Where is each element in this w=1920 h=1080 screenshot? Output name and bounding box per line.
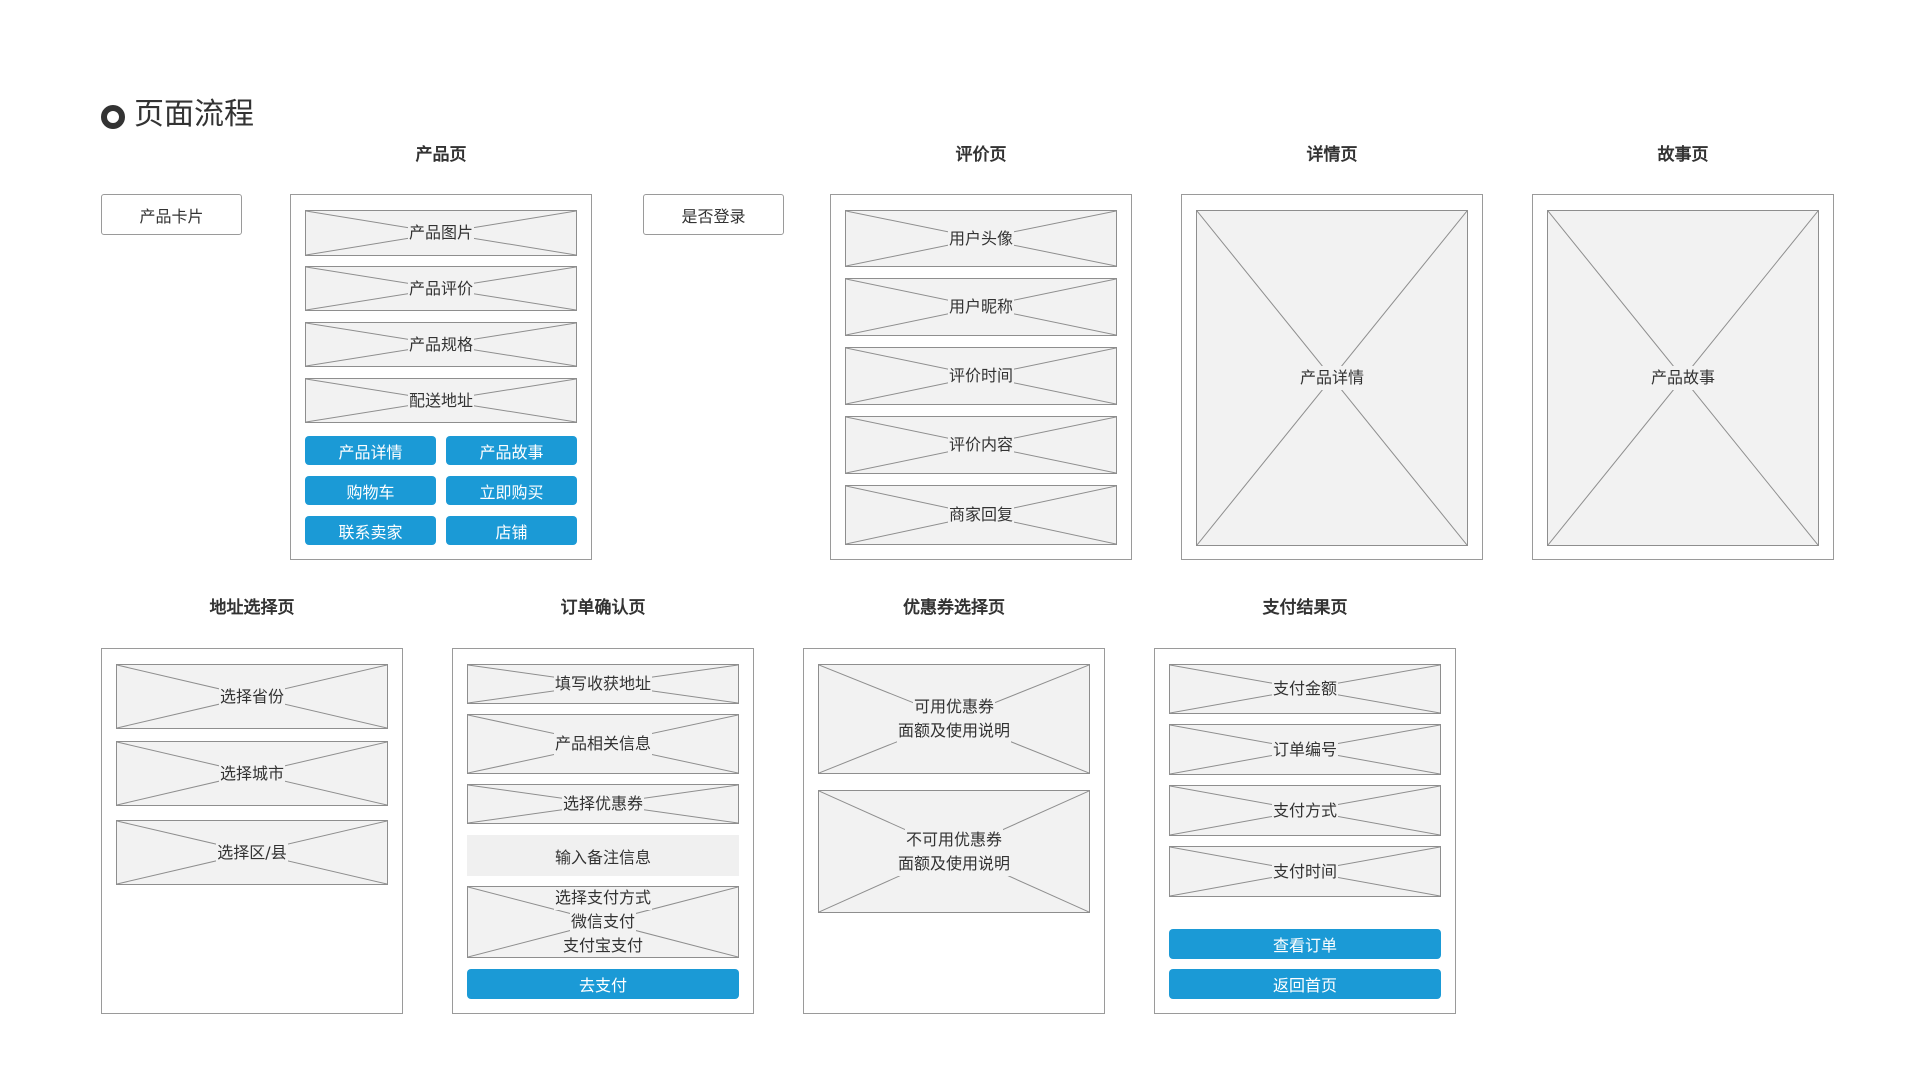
product-detail-placeholder: 产品详情 xyxy=(1196,210,1468,546)
product-spec-placeholder: 产品规格 xyxy=(305,322,577,367)
placeholder-label: 产品图片 xyxy=(407,221,474,245)
order-page-title: 订单确认页 xyxy=(560,598,646,618)
result-page-title: 支付结果页 xyxy=(1262,598,1348,618)
section-bullet-icon xyxy=(101,105,125,129)
placeholder-label: 订单编号 xyxy=(1271,737,1338,762)
select-province-placeholder: 选择省份 xyxy=(116,664,388,729)
address-page-frame: 选择省份 选择城市 选择区/县 xyxy=(101,648,403,1014)
user-avatar-placeholder: 用户头像 xyxy=(845,210,1117,267)
product-review-placeholder: 产品评价 xyxy=(305,266,577,311)
user-nickname-placeholder: 用户昵称 xyxy=(845,278,1117,336)
placeholder-label: 填写收获地址 xyxy=(553,672,652,696)
placeholder-label: 产品详情 xyxy=(1298,366,1365,390)
page-title: 页面流程 xyxy=(134,97,254,132)
placeholder-label: 产品规格 xyxy=(407,332,474,357)
product-story-button[interactable]: 产品故事 xyxy=(446,436,577,465)
shipping-address-placeholder: 填写收获地址 xyxy=(467,664,739,704)
review-page-title: 评价页 xyxy=(955,145,1007,165)
detail-page-title: 详情页 xyxy=(1306,145,1358,165)
placeholder-label: 面额及使用说明 xyxy=(896,851,1011,876)
placeholder-label: 选择省份 xyxy=(218,684,285,709)
detail-page-frame: 产品详情 xyxy=(1181,194,1483,560)
product-page-frame: 产品图片 产品评价 产品规格 配送地址 产品详情 产品故事 购物车 立即购买 联… xyxy=(290,194,592,560)
placeholder-label: 评价时间 xyxy=(947,364,1014,388)
placeholder-label: 支付宝支付 xyxy=(561,934,644,957)
delivery-address-placeholder: 配送地址 xyxy=(305,378,577,423)
product-card-node[interactable]: 产品卡片 xyxy=(101,194,242,235)
select-coupon-placeholder: 选择优惠券 xyxy=(467,784,739,824)
placeholder-label: 面额及使用说明 xyxy=(896,719,1011,743)
buy-now-button[interactable]: 立即购买 xyxy=(446,476,577,505)
placeholder-label: 商家回复 xyxy=(947,503,1014,527)
story-page-frame: 产品故事 xyxy=(1532,194,1834,560)
story-page-title: 故事页 xyxy=(1657,145,1709,165)
placeholder-label: 选择区/县 xyxy=(216,840,288,865)
placeholder-label: 配送地址 xyxy=(407,388,474,413)
contact-seller-button[interactable]: 联系卖家 xyxy=(305,516,436,545)
placeholder-label: 选择优惠券 xyxy=(561,792,644,816)
placeholder-label: 产品故事 xyxy=(1649,366,1716,390)
product-page-title: 产品页 xyxy=(415,145,467,165)
go-pay-button[interactable]: 去支付 xyxy=(467,969,739,999)
select-district-placeholder: 选择区/县 xyxy=(116,820,388,885)
placeholder-label: 用户头像 xyxy=(947,226,1014,251)
back-home-button[interactable]: 返回首页 xyxy=(1169,969,1441,999)
placeholder-label: 用户昵称 xyxy=(947,295,1014,319)
review-page-frame: 用户头像 用户昵称 评价时间 评价内容 商家回复 xyxy=(830,194,1132,560)
payment-method-placeholder: 选择支付方式 微信支付 支付宝支付 xyxy=(467,886,739,958)
coupon-page-title: 优惠券选择页 xyxy=(903,598,1005,618)
placeholder-label: 支付金额 xyxy=(1271,677,1338,701)
placeholder-label: 评价内容 xyxy=(947,433,1014,457)
merchant-reply-placeholder: 商家回复 xyxy=(845,485,1117,545)
product-detail-button[interactable]: 产品详情 xyxy=(305,436,436,465)
order-page-frame: 填写收获地址 产品相关信息 选择优惠券 输入备注信息 选择支付方式 微信支付 支… xyxy=(452,648,754,1014)
available-coupon-placeholder: 可用优惠券 面额及使用说明 xyxy=(818,664,1090,774)
placeholder-label: 支付方式 xyxy=(1271,798,1338,823)
product-info-placeholder: 产品相关信息 xyxy=(467,714,739,774)
product-image-placeholder: 产品图片 xyxy=(305,210,577,256)
order-number-placeholder: 订单编号 xyxy=(1169,724,1441,775)
review-content-placeholder: 评价内容 xyxy=(845,416,1117,474)
result-page-frame: 支付金额 订单编号 支付方式 支付时间 查看订单 返回首页 xyxy=(1154,648,1456,1014)
view-order-button[interactable]: 查看订单 xyxy=(1169,929,1441,959)
unavailable-coupon-placeholder: 不可用优惠券 面额及使用说明 xyxy=(818,790,1090,913)
payment-amount-placeholder: 支付金额 xyxy=(1169,664,1441,714)
order-note-input[interactable]: 输入备注信息 xyxy=(467,835,739,876)
placeholder-label: 支付时间 xyxy=(1271,859,1338,884)
login-check-node[interactable]: 是否登录 xyxy=(643,194,784,235)
cart-button[interactable]: 购物车 xyxy=(305,476,436,505)
address-page-title: 地址选择页 xyxy=(209,598,295,618)
placeholder-label: 可用优惠券 xyxy=(912,695,995,719)
placeholder-label: 选择支付方式 xyxy=(553,887,652,910)
placeholder-label: 产品评价 xyxy=(407,276,474,301)
review-time-placeholder: 评价时间 xyxy=(845,347,1117,405)
coupon-page-frame: 可用优惠券 面额及使用说明 不可用优惠券 面额及使用说明 xyxy=(803,648,1105,1014)
placeholder-label: 产品相关信息 xyxy=(553,732,652,756)
store-button[interactable]: 店铺 xyxy=(446,516,577,545)
payment-time-placeholder: 支付时间 xyxy=(1169,846,1441,897)
payment-method-result-placeholder: 支付方式 xyxy=(1169,785,1441,836)
placeholder-label: 选择城市 xyxy=(218,761,285,786)
placeholder-label: 微信支付 xyxy=(569,910,636,934)
select-city-placeholder: 选择城市 xyxy=(116,741,388,806)
placeholder-label: 不可用优惠券 xyxy=(904,827,1003,852)
product-story-placeholder: 产品故事 xyxy=(1547,210,1819,546)
